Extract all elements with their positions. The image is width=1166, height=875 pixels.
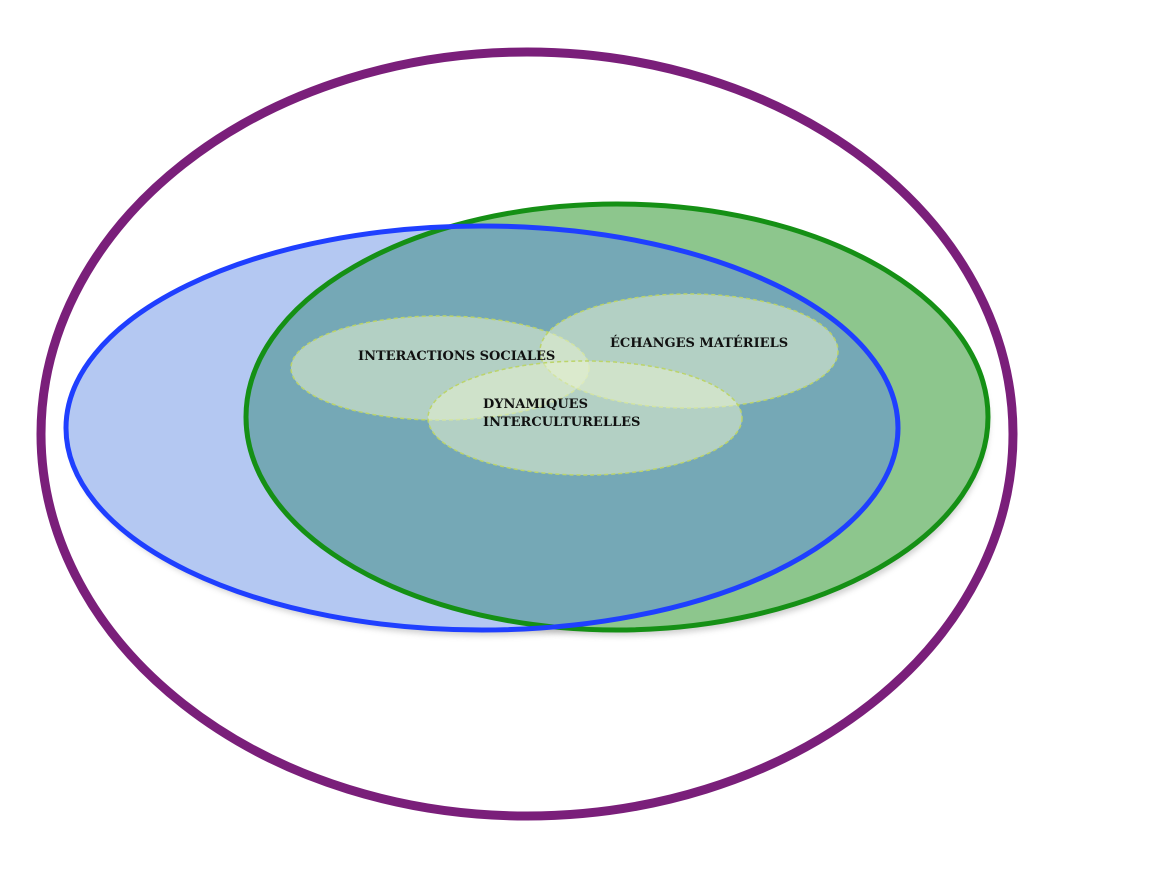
outer-ellipse: [36, 47, 1018, 821]
blue-ellipse-outline: [63, 223, 901, 633]
label-interculturelles: INTERCULTURELLES: [483, 415, 640, 430]
green-ellipse-outline: [243, 201, 991, 633]
dynamiques-ellipse: [427, 360, 743, 476]
label-dynamiques: DYNAMIQUES: [483, 397, 588, 412]
label-interactions-sociales: INTERACTIONS SOCIALES: [358, 349, 555, 364]
label-echanges-materiels: ÉCHANGES MATÉRIELS: [610, 335, 788, 351]
